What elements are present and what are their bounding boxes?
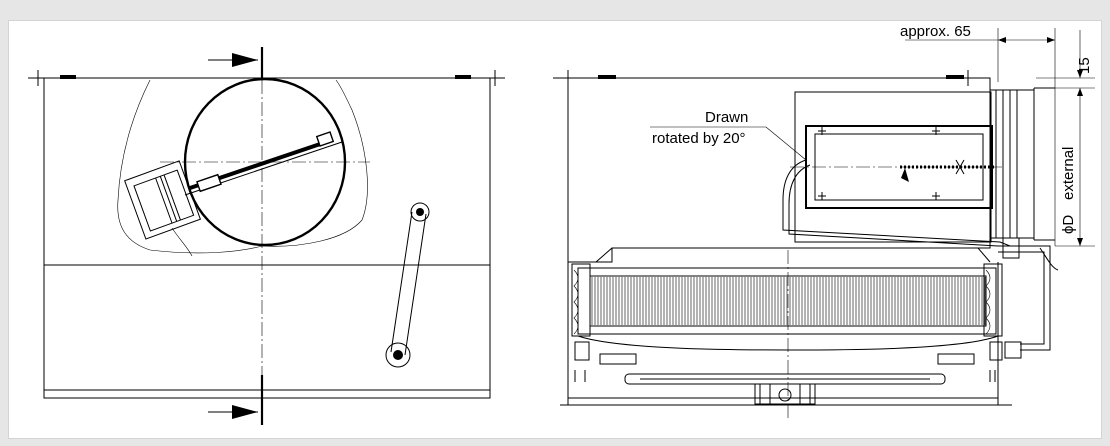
lever-arm — [385, 202, 430, 368]
lower-mechanism — [560, 335, 1012, 406]
left-view — [28, 47, 505, 425]
side-cable — [998, 237, 1059, 359]
drawn-label: Drawn — [705, 109, 748, 126]
drawing-frame — [8, 20, 1102, 439]
damper-shaft — [184, 131, 343, 196]
left-bracket-2 — [455, 75, 471, 79]
right-view — [553, 70, 1059, 420]
cutaway-outline — [117, 79, 368, 254]
left-bracket-1 — [60, 75, 76, 79]
dimensions — [650, 28, 1095, 247]
cable-run-1 — [782, 159, 1011, 247]
external-label: external — [1060, 147, 1077, 200]
dimension-15-label: 15 — [1076, 57, 1093, 74]
left-housing — [43, 77, 491, 399]
duct-flange — [989, 87, 1055, 241]
approx-dimension-label: approx. 65 — [900, 23, 971, 40]
left-cross-mark-1 — [28, 70, 48, 86]
right-bracket-1 — [598, 75, 616, 79]
right-cross-mark-1 — [553, 70, 583, 86]
shaft-marker — [955, 159, 965, 175]
right-housing-top — [567, 77, 991, 263]
rotation-arrow — [901, 168, 909, 182]
actuator-cable — [171, 227, 193, 257]
heat-exchanger-fins — [591, 277, 986, 325]
heat-exchanger — [571, 247, 1003, 420]
section-arrow-bottom — [208, 375, 264, 425]
actuator-motor — [124, 160, 202, 240]
left-cross-mark-2 — [485, 70, 505, 86]
cable-run-2 — [788, 164, 999, 247]
actuator-screw-marks — [818, 127, 940, 200]
right-bracket-2 — [946, 75, 964, 79]
section-arrow-top — [208, 47, 264, 78]
phi-d-label: ϕD — [1060, 215, 1077, 234]
rotated-label: rotated by 20° — [652, 130, 746, 147]
